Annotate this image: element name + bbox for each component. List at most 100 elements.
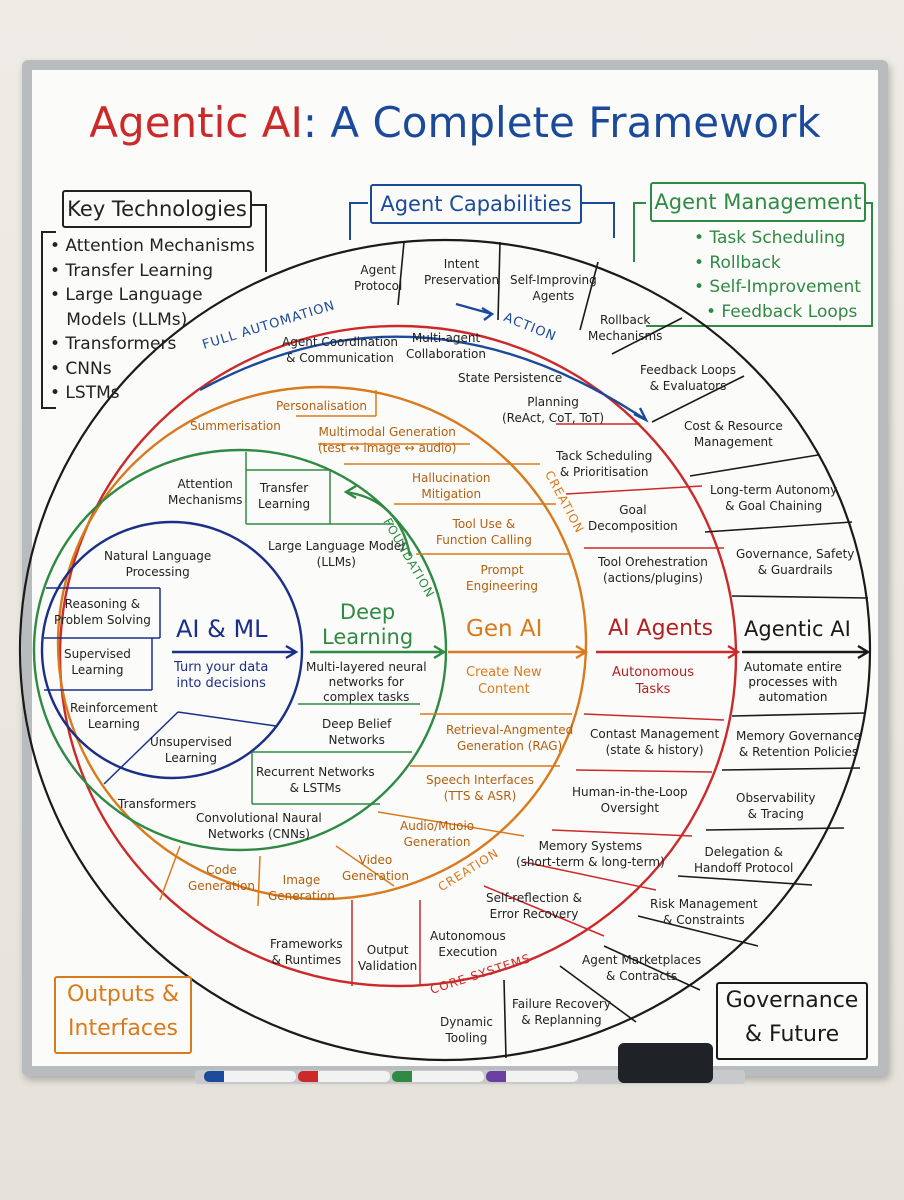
management-item: • Task Scheduling: [694, 228, 846, 248]
ai-ml-title: AI & ML: [176, 615, 268, 643]
segment-label: Multimodal Generation (test ↔ image ↔ au…: [318, 425, 457, 455]
ai-agents-title: AI Agents: [608, 616, 714, 641]
segment-label: Governance, Safety & Guardrails: [736, 547, 855, 577]
segment-label: Large Language Model (LLMs): [268, 539, 405, 569]
segment-label: Reinforcement Learning: [70, 701, 158, 731]
segment-label: Personalisation: [276, 399, 367, 413]
key-technologies-list: • Attention Mechanisms • Transfer Learni…: [50, 234, 255, 406]
page-title: Agentic AI: A Complete Framework: [32, 98, 878, 147]
segment-label: Goal Decomposition: [588, 503, 678, 533]
segment-label: Hallucination Mitigation: [412, 471, 491, 501]
key-tech-item: • LSTMs: [50, 383, 120, 403]
whiteboard-eraser[interactable]: [618, 1043, 713, 1083]
segment-label: Self-reflection & Error Recovery: [486, 891, 582, 921]
key-tech-bracket-right: [250, 204, 267, 272]
genai-dividers: [159, 390, 572, 907]
management-item: • Feedback Loops: [706, 301, 858, 322]
segment-label: Transfer Learning: [258, 481, 311, 511]
management-bracket-left: [633, 202, 646, 262]
whiteboard: [32, 70, 878, 1066]
capabilities-bracket-left: [349, 202, 368, 240]
segment-label: Autonomous Execution: [430, 929, 506, 959]
segment-label: Multi-agent Collaboration: [406, 331, 486, 361]
segment-label: Agent Coordination & Communication: [282, 335, 399, 365]
segment-label: Dynamic Tooling: [440, 1015, 493, 1045]
segment-label: Supervised Learning: [64, 647, 131, 677]
segment-label: Rollback Mechanisms: [588, 313, 663, 343]
flow-arrows: [172, 302, 871, 660]
segment-label: Summerisation: [190, 419, 281, 433]
segment-label: Recurrent Networks & LSTMs: [256, 765, 375, 795]
segment-label: Output Validation: [358, 943, 418, 973]
segment-label: Tack Scheduling & Prioritisation: [556, 449, 653, 479]
segment-label: Speech Interfaces (TTS & ASR): [426, 773, 534, 803]
segment-label: Self-Improving Agents: [510, 273, 597, 303]
management-item: • Rollback: [694, 252, 781, 273]
key-tech-item: • Transformers: [50, 334, 177, 354]
purple-marker[interactable]: [486, 1071, 578, 1082]
gen-ai-desc: Create New Content: [466, 665, 542, 697]
green-marker[interactable]: [392, 1071, 484, 1082]
segment-label: Tool Orehestration (actions/plugins): [598, 555, 708, 585]
red-marker[interactable]: [298, 1071, 390, 1082]
segment-label: Video Generation: [342, 853, 409, 883]
segment-label: Intent Preservation: [424, 257, 500, 287]
agentic-ai-ring: [18, 238, 872, 1062]
agent-management-list: • Task Scheduling • Rollback • Self-Impr…: [694, 226, 861, 324]
key-tech-item: • Large Language: [50, 285, 203, 305]
agentic-ai-desc: Automate entire processes with automatio…: [744, 660, 842, 704]
deeplearning-dividers: [245, 452, 420, 805]
title-part2: : A Complete Framework: [302, 98, 821, 147]
segment-label: Deep Belief Networks: [322, 717, 392, 747]
gen-ai-title: Gen AI: [466, 616, 543, 642]
segment-label: State Persistence: [458, 371, 563, 385]
segment-label: Failure Recovery & Replanning: [512, 997, 611, 1027]
segment-label: Human-in-the-Loop Oversight: [572, 785, 688, 815]
deep-learning-title: Deep Learning: [322, 600, 414, 649]
segment-label: Convolutional Naural Networks (CNNs): [196, 811, 322, 841]
agent-management-box: Agent Management: [650, 182, 866, 222]
segment-label: Memory Systems (short-term & long-term): [516, 839, 665, 869]
governance-line1: Governance: [725, 988, 859, 1013]
key-tech-bracket-left: [41, 231, 56, 409]
segment-label: Frameworks & Runtimes: [270, 937, 343, 967]
key-technologies-heading: Key Technologies: [67, 197, 247, 221]
segment-label: Cost & Resource Management: [684, 419, 783, 449]
key-tech-item: • Transfer Learning: [50, 260, 213, 281]
key-tech-item: Models (LLMs): [50, 309, 188, 330]
management-bracket-right: [646, 202, 873, 327]
ai-ml-ring: [40, 520, 304, 780]
segment-label: Code Generation: [188, 863, 255, 893]
segment-label: Transformers: [118, 797, 197, 811]
key-tech-item: • CNNs: [50, 358, 112, 379]
aiml-dividers: [44, 587, 277, 785]
segment-label: Delegation & Handoff Protocol: [694, 845, 794, 875]
ai-agents-ring: [58, 324, 738, 988]
segment-label: Risk Management & Constraints: [650, 897, 758, 927]
segment-label: Planning (ReAct, CoT, ToT): [502, 395, 605, 425]
segment-label: Contast Management (state & history): [590, 727, 720, 757]
segment-label: Agent Protocol: [354, 263, 403, 293]
title-part1: Agentic AI: [89, 98, 303, 147]
outputs-line2: Interfaces: [68, 1016, 178, 1041]
management-item: • Self-Improvement: [694, 277, 861, 297]
agentic-dividers: [397, 241, 869, 1059]
segment-label: Long-term Autonomy & Goal Chaining: [710, 483, 838, 513]
segment-label: Image Generation: [268, 873, 335, 903]
governance-future-box: Governance & Future: [716, 982, 868, 1060]
segment-label: Unsupervised Learning: [150, 735, 232, 765]
key-tech-item: • Attention Mechanisms: [50, 236, 255, 256]
segment-label: Natural Language Processing: [104, 549, 212, 579]
agents-dividers: [351, 423, 725, 986]
segment-label: Feedback Loops & Evaluators: [640, 363, 736, 393]
agent-capabilities-box: Agent Capabilities: [370, 184, 582, 224]
segment-label: Audio/Muoio Generation: [400, 819, 475, 849]
outputs-interfaces-box: Outputs & Interfaces: [54, 976, 192, 1054]
agent-capabilities-heading: Agent Capabilities: [380, 192, 572, 216]
segment-label: Attention Mechanisms: [168, 477, 243, 507]
blue-marker[interactable]: [204, 1071, 296, 1082]
segment-label: Agent Marketplaces & Contracts: [582, 953, 702, 983]
ai-ml-desc: Turn your data into decisions: [174, 660, 269, 691]
agentic-ai-title: Agentic AI: [744, 617, 851, 641]
